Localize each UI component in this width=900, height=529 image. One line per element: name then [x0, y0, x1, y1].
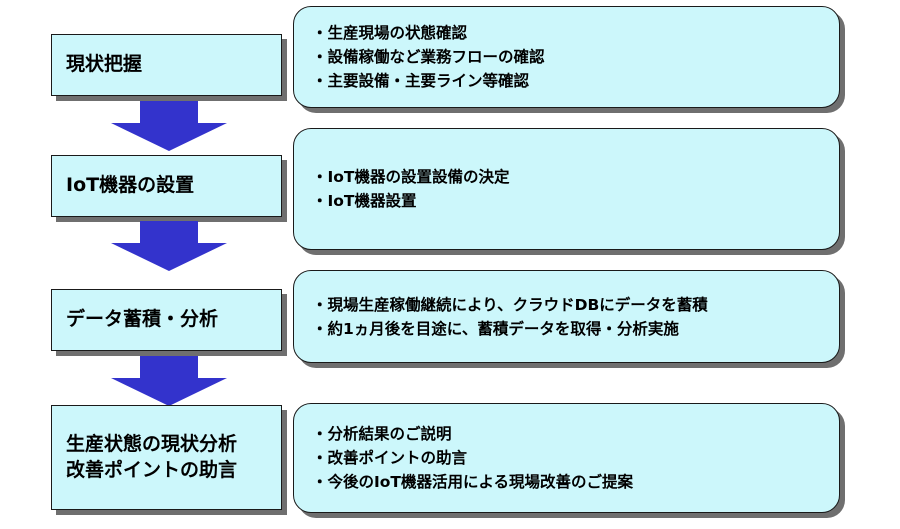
detail-item: ・IoT機器の設置設備の決定	[312, 168, 510, 186]
detail-box-data-analysis: ・現場生産稼働継続により、クラウドDBにデータを蓄積 ・約1ヵ月後を目途に、蓄積…	[293, 270, 840, 363]
step-box-current-status: 現状把握	[51, 34, 282, 96]
detail-item: ・今後のIoT機器活用による現場改善のご提案	[312, 473, 634, 491]
detail-item: ・設備稼働など業務フローの確認	[312, 48, 545, 66]
step-title-line: IoT機器の設置	[66, 174, 195, 197]
detail-item: ・IoT機器設置	[312, 192, 417, 210]
detail-item: ・生産現場の状態確認	[312, 24, 468, 42]
down-arrow-icon	[111, 101, 227, 151]
step-title-line: 改善ポイントの助言	[66, 458, 238, 481]
detail-item: ・分析結果のご説明	[312, 425, 452, 443]
step-title-line: 現状把握	[66, 53, 143, 76]
step-box-data-analysis: データ蓄積・分析	[51, 289, 282, 351]
detail-box-iot-install: ・IoT機器の設置設備の決定 ・IoT機器設置	[293, 128, 840, 250]
step-title-line: データ蓄積・分析	[66, 308, 219, 331]
detail-item: ・現場生産稼働継続により、クラウドDBにデータを蓄積	[312, 295, 708, 314]
down-arrow-icon	[111, 221, 227, 271]
step-title-line: 生産状態の現状分析	[66, 432, 238, 455]
down-arrow-icon	[111, 356, 227, 406]
detail-box-current-status: ・生産現場の状態確認 ・設備稼働など業務フローの確認 ・主要設備・主要ライン等確…	[293, 6, 840, 108]
detail-box-improvement-advice: ・分析結果のご説明 ・改善ポイントの助言 ・今後のIoT機器活用による現場改善の…	[293, 403, 840, 513]
detail-item: ・主要設備・主要ライン等確認	[312, 72, 530, 90]
step-box-iot-install: IoT機器の設置	[51, 155, 282, 217]
step-box-improvement-advice: 生産状態の現状分析 改善ポイントの助言	[51, 405, 282, 510]
detail-item: ・約1ヵ月後を目途に、蓄積データを取得・分析実施	[312, 319, 679, 338]
detail-item: ・改善ポイントの助言	[312, 449, 468, 467]
